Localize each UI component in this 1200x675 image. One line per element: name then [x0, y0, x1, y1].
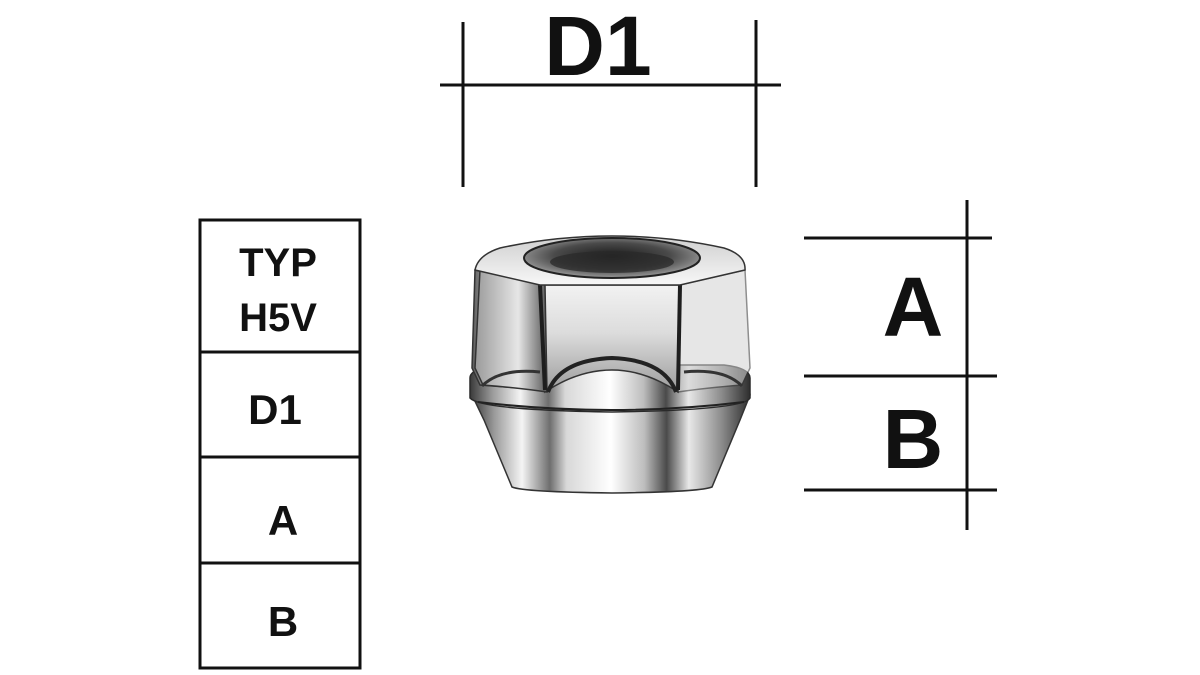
spec-table-type-line2: H5V	[239, 296, 317, 340]
spec-table-border	[198, 218, 362, 670]
b-dimension-label: B	[883, 392, 944, 486]
spec-table: TYP H5V D1 A B	[198, 218, 362, 670]
lug-nut-left-arch	[480, 369, 541, 388]
d1-dimension-label: D1	[544, 0, 651, 93]
lug-nut-rim-highlight	[477, 401, 745, 411]
a-dimension-label: A	[883, 260, 944, 354]
lug-nut-front-arch	[546, 355, 678, 393]
spec-table-row-b: B	[268, 598, 298, 645]
d1-dimension: D1	[440, 0, 781, 187]
lug-nut-edge-right	[676, 284, 682, 391]
lug-nut-right-arch	[683, 369, 744, 388]
lug-nut-hex-right-face	[474, 269, 548, 393]
ab-dimension: A B	[804, 200, 997, 530]
spec-table-type-line1: TYP	[239, 241, 317, 285]
lug-nut-hole-inner	[550, 251, 674, 273]
lug-nut-edge-left	[538, 284, 547, 391]
lug-nut-hex-right-face-shade	[677, 269, 751, 393]
spec-table-row-a: A	[268, 497, 298, 544]
spec-table-row-d1: D1	[248, 386, 302, 433]
chrome-lug-nut-illustration	[469, 235, 751, 494]
